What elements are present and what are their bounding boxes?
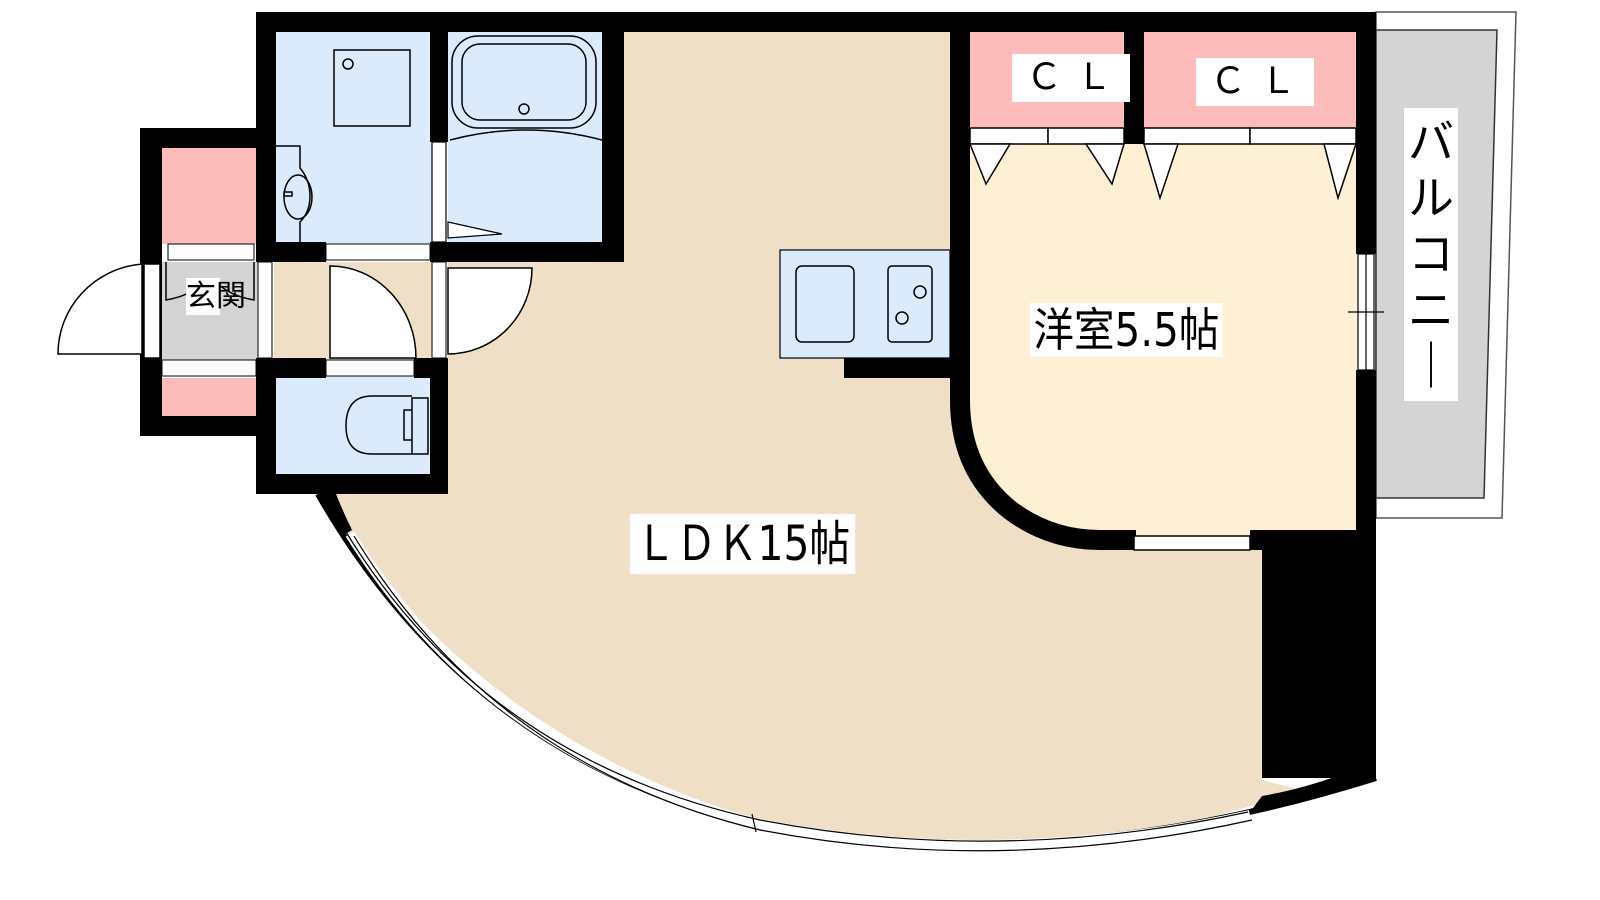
bedroom-label: 洋室5.5帖 — [1030, 303, 1223, 357]
toilet-door-opening — [325, 359, 415, 377]
door-swings — [57, 262, 533, 359]
bath-door — [431, 141, 503, 243]
closet-doors — [968, 127, 1358, 201]
toilet-area — [274, 376, 432, 476]
bathtub-icon — [449, 35, 603, 141]
kitchen-sink-icon — [795, 265, 855, 343]
bedroom-door-opening — [1133, 535, 1251, 551]
kitchen-counter — [779, 249, 951, 359]
balcony-label-char: ｜ — [1408, 339, 1454, 394]
balcony-label-char: ル — [1408, 171, 1454, 226]
shoe-closet-bottom-door — [161, 359, 257, 377]
shoe-closet-bottom — [160, 378, 256, 416]
balcony-label-char: ニ — [1408, 283, 1454, 338]
balcony-label-char: コ — [1408, 227, 1454, 282]
toilet-icon — [345, 395, 429, 455]
entrance-label: 玄関 — [186, 278, 246, 315]
bedroom-curved-wall — [950, 399, 1136, 550]
shoe-closet-top — [160, 146, 256, 244]
washroom-door-opening — [325, 243, 431, 261]
hall-left-opening — [257, 261, 273, 359]
bedroom-floor — [970, 30, 1358, 540]
gas-stove-icon — [887, 265, 933, 343]
bedroom-window — [1348, 253, 1384, 371]
hall-ldk-opening — [431, 261, 447, 359]
washbasin-icon — [276, 145, 313, 242]
closet-left-label: ＣＬ — [1012, 54, 1131, 102]
ldk-label: ＬＤＫ15帖 — [630, 514, 856, 574]
bathroom-area — [448, 30, 604, 244]
washing-machine-icon — [333, 49, 411, 127]
balcony-label-char: バ — [1408, 115, 1454, 169]
balcony-label: バルコニ｜ — [1404, 108, 1458, 401]
shoe-closet-top-door — [167, 243, 255, 261]
ldk-floor — [318, 30, 1300, 844]
closet-right-label: ＣＬ — [1196, 58, 1315, 106]
walls — [140, 12, 1376, 778]
